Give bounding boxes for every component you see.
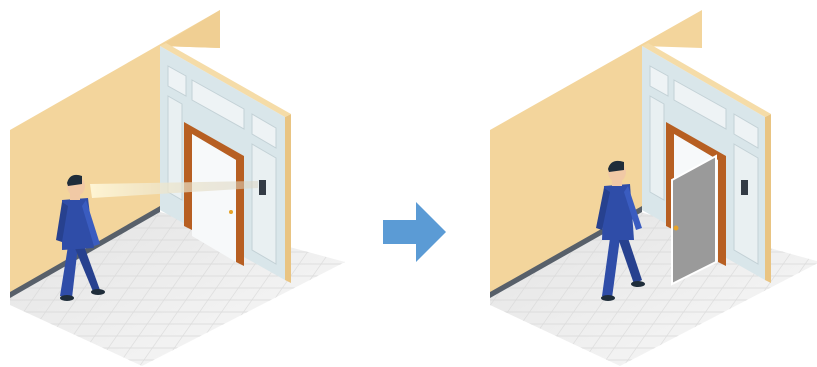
door-handle <box>674 226 679 231</box>
wall-top-strip <box>160 10 220 48</box>
side-window <box>734 144 758 264</box>
scene-after <box>490 10 817 366</box>
door-handle <box>229 210 233 214</box>
card-reader <box>259 180 266 195</box>
right-arrow-icon <box>383 202 446 262</box>
side-window <box>650 96 664 200</box>
card-reader <box>741 180 748 195</box>
wall-edge <box>285 114 291 283</box>
wall-edge <box>765 114 771 283</box>
side-window <box>252 144 276 264</box>
scene-before <box>10 10 345 366</box>
